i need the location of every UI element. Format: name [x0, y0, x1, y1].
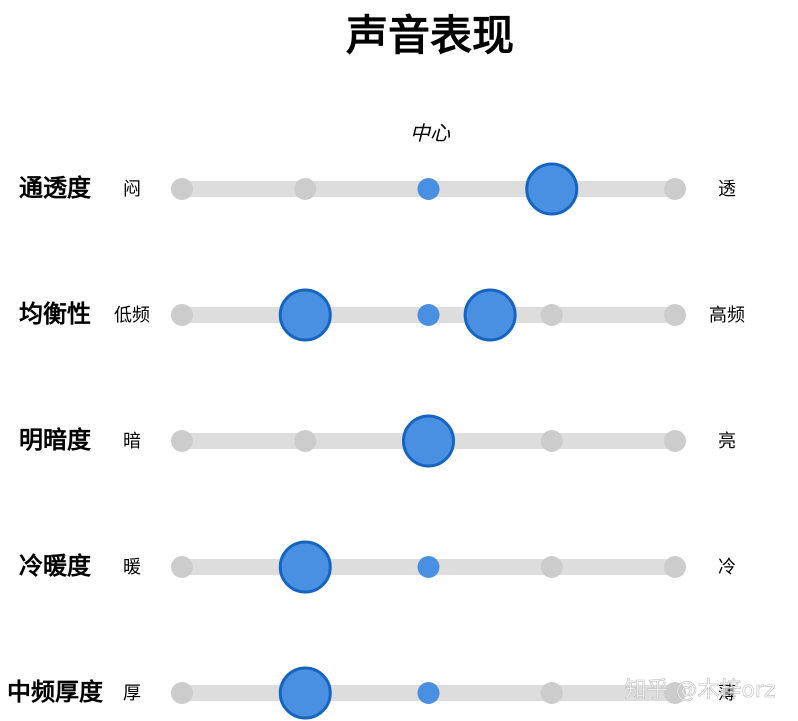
- row-label: 中频厚度: [7, 678, 104, 706]
- position-dot: [540, 430, 563, 452]
- left-end-label: 低频: [114, 305, 150, 326]
- position-dot: [540, 304, 563, 326]
- left-end-label: 闷: [123, 179, 141, 200]
- right-end-label: 高频: [709, 305, 745, 326]
- position-dot: [171, 178, 193, 200]
- position-dot: [664, 430, 686, 452]
- position-dot: [664, 304, 686, 326]
- row-label: 明暗度: [19, 426, 92, 454]
- position-dot: [540, 682, 563, 704]
- left-end-label: 厚: [123, 683, 141, 704]
- right-end-label: 透: [718, 179, 736, 200]
- position-dot: [664, 178, 686, 200]
- row-label: 冷暖度: [19, 552, 92, 580]
- position-dot: [171, 304, 193, 326]
- center-dot: [417, 682, 440, 704]
- center-dot: [417, 304, 440, 326]
- position-dot: [171, 682, 193, 704]
- right-end-label: 冷: [718, 557, 736, 578]
- selected-marker: [402, 414, 455, 468]
- watermark: 知乎 @木梓orz: [624, 678, 775, 703]
- left-end-label: 暖: [123, 557, 141, 578]
- right-end-label: 亮: [718, 431, 736, 452]
- position-dot: [171, 430, 193, 452]
- position-dot: [664, 682, 686, 704]
- row-label: 均衡性: [19, 300, 91, 328]
- position-dot: [294, 178, 317, 200]
- center-dot: [417, 556, 440, 578]
- row-label: 通透度: [19, 174, 92, 202]
- center-label: 中心: [410, 121, 451, 145]
- selected-marker: [278, 540, 332, 594]
- position-dot: [664, 556, 686, 578]
- selected-marker: [278, 288, 332, 342]
- chart-title: 声音表现: [346, 11, 514, 60]
- position-dot: [540, 556, 563, 578]
- right-end-label: 薄: [718, 683, 736, 704]
- position-dot: [294, 430, 317, 452]
- selected-marker: [525, 162, 579, 216]
- position-dot: [171, 556, 193, 578]
- selected-marker: [463, 288, 517, 342]
- left-end-label: 暗: [123, 431, 141, 452]
- selected-marker: [278, 666, 332, 720]
- center-dot: [417, 178, 440, 200]
